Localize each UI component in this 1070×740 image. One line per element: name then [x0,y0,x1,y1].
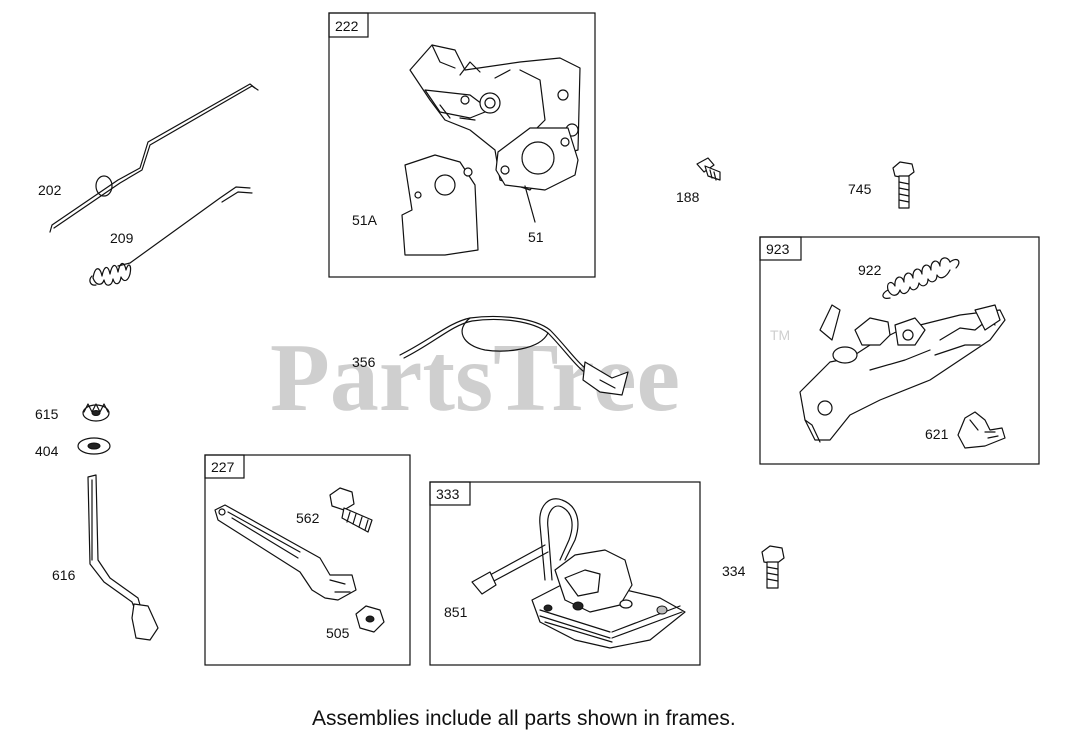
part-333-ignition-armature[interactable] [471,498,686,649]
part-562-bolt[interactable] [329,487,373,533]
frame-label-923: 923 [766,241,790,257]
part-188-screw[interactable] [696,157,721,181]
part-label-51a: 51A [352,212,378,228]
frame-label-227: 227 [211,459,235,475]
part-label-922: 922 [858,262,882,278]
part-label-615: 615 [35,406,59,422]
frame-label-333: 333 [436,486,460,502]
assembly-frame-333[interactable]: 333 851 [429,481,701,666]
footer-note: Assemblies include all parts shown in fr… [312,707,736,730]
part-51a-plate[interactable] [401,154,479,256]
part-923-governor-bracket[interactable] [799,304,1006,443]
part-745-bolt[interactable] [892,161,915,209]
part-label-621: 621 [925,426,949,442]
assembly-frame-923[interactable]: 923 922 621 [759,236,1040,465]
part-label-356: 356 [352,354,376,370]
part-356-ground-wire[interactable] [399,315,629,396]
part-615-nut[interactable] [82,403,110,422]
part-922-spring[interactable] [882,257,960,299]
part-label-202: 202 [38,182,62,198]
part-label-851: 851 [444,604,468,620]
part-label-51: 51 [528,229,544,245]
frame-label-222: 222 [335,18,359,34]
part-51-gasket[interactable] [495,127,579,223]
part-621-clip[interactable] [957,411,1006,449]
part-label-334: 334 [722,563,746,579]
part-label-188: 188 [676,189,700,205]
part-209-spring[interactable] [89,186,253,286]
part-505-nut[interactable] [355,605,385,633]
part-label-505: 505 [326,625,350,641]
part-label-562: 562 [296,510,320,526]
assembly-frame-227[interactable]: 227 562 505 [204,454,411,666]
part-227-governor-lever[interactable] [214,504,357,601]
assembly-frame-222[interactable]: 222 51A [328,12,596,278]
part-label-745: 745 [848,181,872,197]
part-label-404: 404 [35,443,59,459]
watermark-trademark: TM [770,327,790,343]
part-404-washer[interactable] [77,437,111,455]
part-label-209: 209 [110,230,134,246]
part-label-616: 616 [52,567,76,583]
part-202-link-rod[interactable] [49,83,259,233]
part-334-bolt[interactable] [761,545,785,589]
part-616-governor-shaft[interactable] [87,474,159,641]
